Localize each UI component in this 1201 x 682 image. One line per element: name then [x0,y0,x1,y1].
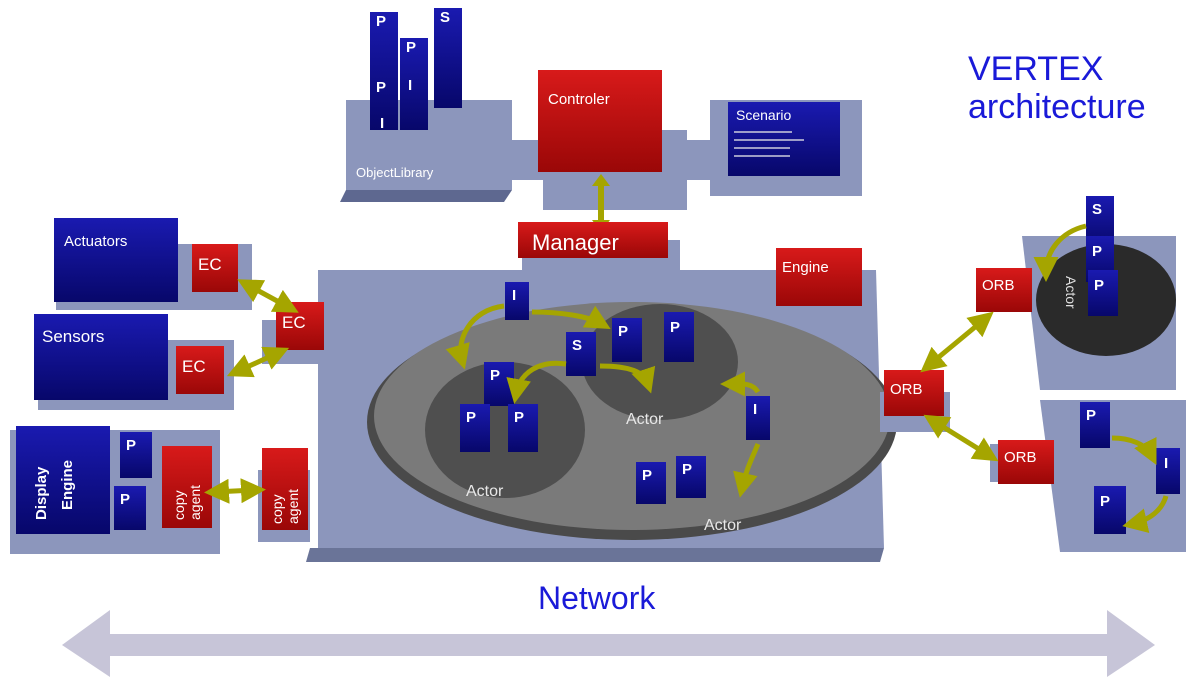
manager-label: Manager [532,230,619,255]
ec-label: EC [282,313,306,332]
controler-label: Controler [548,91,610,108]
center-flow-arrows [445,303,761,498]
copy-agent-arrow [204,478,266,504]
scenario-block: Scenario [686,100,862,196]
ec-label: EC [198,255,222,274]
svg-text:I: I [512,287,516,304]
network-label: Network [538,580,656,616]
scenario-text-lines [734,131,804,157]
copy-agent-label: agent [187,485,203,520]
left-arrows [226,279,299,378]
engine-block: Engine [776,248,862,306]
right-lower-platform: ORB P I P [990,400,1186,552]
svg-text:P: P [1094,277,1104,294]
svg-text:P: P [490,367,500,384]
svg-text:P: P [1092,243,1102,260]
display-engine-label: Display [33,466,50,520]
svg-text:I: I [1164,455,1168,472]
svg-text:P: P [642,467,652,484]
svg-text:P: P [466,409,476,426]
copy-agent-label: agent [285,489,301,524]
sensors-platform: Sensors EC [34,314,234,410]
library-block-label: I [380,115,384,132]
right-arrows [920,311,999,462]
svg-text:P: P [1100,493,1110,510]
diagram-title: VERTEX architecture [968,50,1146,126]
sensors-label: Sensors [42,327,104,346]
copy-agent-label: copy [171,490,187,520]
controler-block: Controler [538,70,687,210]
svg-text:S: S [572,337,582,354]
library-block-label: S [440,9,450,26]
library-block-label: I [408,77,412,94]
display-engine-platform: Display Engine P P copy agent [10,426,220,554]
svg-text:P: P [514,409,524,426]
actor-disk-right [582,304,738,420]
actuators-label: Actuators [64,233,127,250]
orb-label: ORB [1004,449,1037,466]
title-line-2: architecture [968,88,1146,126]
display-engine-label: Engine [59,460,76,510]
copy-agent-hub: copy agent [258,448,310,542]
object-library-blocks: P P S P I I [370,8,462,132]
svg-text:P: P [1086,407,1096,424]
svg-text:I: I [753,401,757,418]
object-library-label: ObjectLibrary [356,165,434,180]
svg-text:P: P [126,437,136,454]
svg-text:P: P [682,461,692,478]
copy-agent-label: copy [269,494,285,524]
network-arrow [62,610,1155,677]
manager-double-arrow [598,180,604,226]
orb-hub: ORB [880,370,950,432]
orb-label: ORB [890,381,923,398]
actor-disk-left [425,362,585,498]
actuators-platform: Actuators EC [54,218,252,310]
actor-label-left: Actor [466,483,504,500]
svg-text:P: P [120,491,130,508]
scenario-label: Scenario [736,107,791,123]
library-block-label: P [376,13,386,30]
actor-label-right: Actor [626,411,664,428]
library-block-label: P [406,39,416,56]
svg-text:S: S [1092,201,1102,218]
right-actor-label: Actor [1063,276,1079,309]
svg-text:P: P [618,323,628,340]
library-block-label: P [376,79,386,96]
ec-label: EC [182,357,206,376]
svg-text:P: P [670,319,680,336]
orb-label: ORB [982,277,1015,294]
right-actor-platform: ORB S P P Actor [976,196,1176,390]
title-line-1: VERTEX [968,50,1104,88]
engine-label: Engine [782,259,829,276]
manager-block: Manager [518,222,680,270]
actor-label-bottom: Actor [704,517,742,534]
